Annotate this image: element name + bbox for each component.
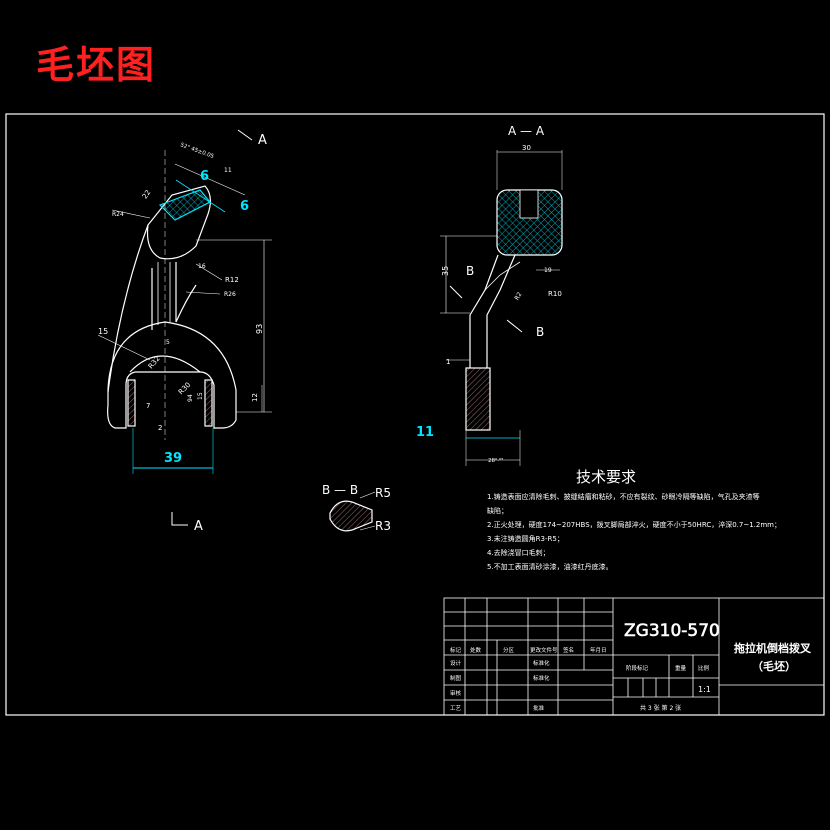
dim-94: 94 — [187, 394, 194, 402]
tb-row-label-0: 标记 — [450, 646, 462, 654]
dim-r30: R30 — [177, 381, 192, 396]
dim-top: 52° 45±0.05 — [179, 142, 215, 160]
aa-foot — [465, 367, 491, 431]
fork-inner-arc — [129, 355, 201, 373]
front-view — [97, 129, 272, 526]
dim-7: 7 — [146, 402, 150, 410]
tb-mid-label-0: 标准化 — [533, 659, 550, 667]
dim-15: 15 — [98, 327, 108, 336]
dim-r12: R12 — [225, 276, 239, 284]
tb-part-sub: （毛坯） — [752, 659, 796, 673]
tb-left-label-0: 设计 — [450, 659, 462, 667]
tb-scale: 1:1 — [698, 685, 711, 694]
dim-39: 39 — [164, 451, 182, 466]
tb-right-label-2: 比例 — [698, 664, 710, 672]
bb-profile — [329, 500, 373, 532]
tech-item: 4.去除浇冒口毛刺； — [487, 549, 550, 557]
dim-r26: R26 — [224, 291, 236, 298]
tb-sheet: 共 3 张 第 2 张 — [640, 704, 681, 712]
dim-11-cyan: 11 — [416, 425, 434, 440]
dim-30: 30 — [522, 144, 531, 152]
tb-mid-label-1: 标准化 — [533, 674, 550, 682]
left-pad — [127, 379, 136, 427]
dim-r24: R24 — [112, 211, 124, 218]
dim-r32: R32 — [147, 355, 162, 371]
dim-15b: 15 — [197, 392, 204, 400]
dim-r2: R2 — [513, 291, 523, 302]
dim-6b: 6 — [240, 199, 249, 214]
section-arrow-top — [237, 129, 253, 141]
label-section-bb: B — B — [322, 483, 358, 497]
tb-row-label-1: 处数 — [470, 646, 482, 654]
dim-5: 5 — [166, 339, 170, 346]
tb-row-label-5: 年月日 — [590, 646, 607, 654]
dim-35: 35 — [441, 266, 450, 276]
dim-r3: R3 — [375, 519, 391, 533]
dim-bottom: 28⁰·⁰⁵ — [488, 457, 503, 464]
dim-2: 2 — [158, 424, 162, 432]
right-arm — [175, 284, 197, 323]
dim-93: 93 — [255, 324, 264, 334]
label-b-right: B — [536, 325, 544, 339]
stem-lines — [151, 262, 177, 330]
dim-6: 6 — [200, 169, 209, 184]
tb-row-label-3: 更改文件号 — [530, 646, 558, 654]
dim-11: 11 — [224, 167, 232, 174]
tb-mid-label-2: 批准 — [533, 704, 545, 712]
tb-right-label-0: 阶段标记 — [626, 664, 649, 672]
tb-left-label-2: 审核 — [450, 689, 462, 697]
tb-left-label-1: 制图 — [450, 674, 462, 682]
label-section-aa: A — A — [508, 124, 545, 138]
tb-right-label-1: 重量 — [675, 664, 687, 672]
dim-12: 12 — [251, 393, 259, 402]
title-block — [443, 597, 825, 716]
tb-row-label-2: 分区 — [503, 646, 515, 654]
right-pad — [204, 379, 213, 427]
label-a-bottom: A — [194, 519, 203, 534]
dim-19: 19 — [544, 267, 552, 274]
tech-item: 5.不加工表面清砂涂漆，油漆红丹底漆。 — [487, 563, 613, 571]
dim-1: 1 — [446, 358, 450, 366]
drawing-border — [5, 113, 825, 716]
tb-material: ZG310-570 — [624, 621, 720, 641]
section-arrows-b — [449, 285, 523, 333]
tech-item: 缺陷； — [487, 507, 508, 515]
tech-item: 1.铸造表面应清除毛刺、披缝结瘤和粘砂，不应有裂纹、砂眼冷隔等缺陷，气孔及夹渣等 — [487, 493, 760, 501]
dim-16: 16 — [198, 263, 206, 270]
head-hatch — [158, 189, 211, 221]
section-arrow-bottom — [171, 512, 188, 526]
label-a-top: A — [258, 133, 267, 148]
drawing-heading: 毛坯图 — [36, 43, 157, 87]
tech-requirements-title: 技术要求 — [576, 468, 637, 486]
section-aa-view — [440, 150, 563, 466]
stem-inner — [157, 262, 171, 325]
tech-item: 2.正火处理，硬度174~207HBS，拨叉脚局部淬火，硬度不小于50HRC，淬… — [487, 521, 781, 529]
head — [146, 185, 211, 260]
tech-requirements-list: 1.铸造表面应清除毛刺、披缝结瘤和粘砂，不应有裂纹、砂眼冷隔等缺陷，气孔及夹渣等… — [487, 490, 787, 574]
section-bb-view — [329, 491, 376, 532]
tb-left-label-3: 工艺 — [450, 705, 462, 712]
dim-r10: R10 — [548, 290, 562, 298]
fork-body — [107, 321, 237, 429]
dim-r5: R5 — [375, 486, 391, 500]
aa-neck — [469, 254, 516, 368]
left-arm — [107, 224, 149, 393]
label-b-left: B — [466, 264, 474, 278]
dim-22: 22 — [141, 189, 153, 201]
tb-part-name: 拖拉机倒档拨叉 — [734, 641, 812, 655]
tb-row-label-4: 签名 — [563, 646, 574, 654]
tech-item: 3.未注铸造圆角R3-R5； — [487, 535, 564, 543]
